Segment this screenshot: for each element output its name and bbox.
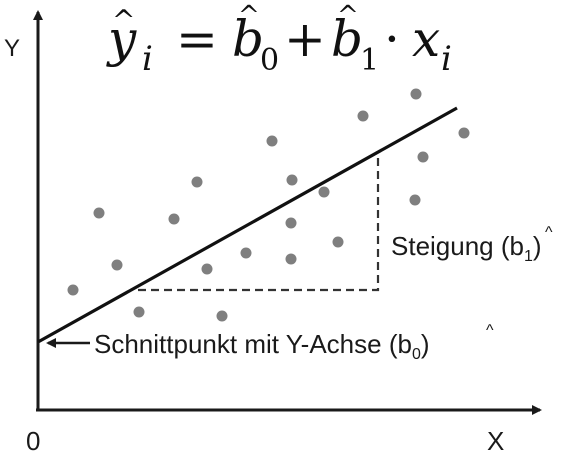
slope-label: Steigung ( (391, 231, 510, 261)
data-point (417, 151, 429, 163)
formula-b1-hat: ^ (337, 1, 359, 31)
data-point (201, 263, 213, 275)
data-point (285, 217, 297, 229)
svg-text:Schnittpunkt mit Y-Achse (b0): Schnittpunkt mit Y-Achse (b0) (94, 329, 430, 363)
intercept-label: Schnittpunkt mit Y-Achse ( (94, 329, 398, 359)
formula-y-sub: i (142, 39, 153, 79)
slope-hat: ^ (545, 224, 553, 241)
data-points (67, 88, 470, 322)
data-point (168, 213, 180, 225)
origin-label: 0 (26, 426, 40, 456)
slope-annotation: Steigung (b1) ^ (391, 224, 553, 265)
formula-b1-sub: 1 (360, 43, 379, 78)
x-axis-label: X (487, 426, 504, 456)
data-point (191, 176, 203, 188)
formula-b0-sub: 0 (260, 43, 279, 78)
slope-triangle (138, 157, 380, 292)
slope-subscript: 1 (524, 248, 533, 265)
data-point (285, 253, 297, 265)
data-point (93, 207, 105, 219)
svg-text:Steigung (b1): Steigung (b1) (391, 231, 542, 265)
formula-dot: · (384, 10, 400, 68)
slope-symbol: b (510, 231, 524, 261)
formula-y: y (106, 10, 137, 68)
svg-text:y: y (106, 10, 137, 68)
formula-x: x (412, 10, 440, 68)
data-point (410, 88, 422, 100)
intercept-symbol: b (397, 329, 411, 359)
intercept-subscript: 0 (412, 346, 421, 363)
regression-formula: y ^ i = b ^ 0 + b ^ 1 · x i (106, 1, 452, 79)
intercept-hat: ^ (486, 322, 494, 339)
data-point (133, 306, 145, 318)
formula-b0: b (232, 10, 264, 68)
data-point (409, 194, 421, 206)
intercept-annotation: Schnittpunkt mit Y-Achse (b0) ^ (94, 322, 494, 363)
data-point (458, 127, 470, 139)
formula-equals: = (176, 10, 218, 68)
data-point (357, 110, 369, 122)
data-point (332, 236, 344, 248)
y-axis-label: Y (4, 35, 20, 62)
formula-x-sub: i (441, 39, 452, 79)
data-point (318, 186, 330, 198)
formula-b1: b (331, 10, 363, 68)
data-point (216, 310, 228, 322)
slope-close: ) (533, 231, 542, 261)
data-point (286, 174, 298, 186)
data-point (240, 247, 252, 259)
regression-line (37, 106, 458, 344)
formula-y-hat: ^ (112, 4, 135, 37)
data-point (111, 259, 123, 271)
formula-b0-hat: ^ (238, 1, 260, 31)
data-point (67, 284, 79, 296)
intercept-close: ) (421, 329, 430, 359)
formula-plus: + (284, 10, 326, 68)
data-point (266, 135, 278, 147)
